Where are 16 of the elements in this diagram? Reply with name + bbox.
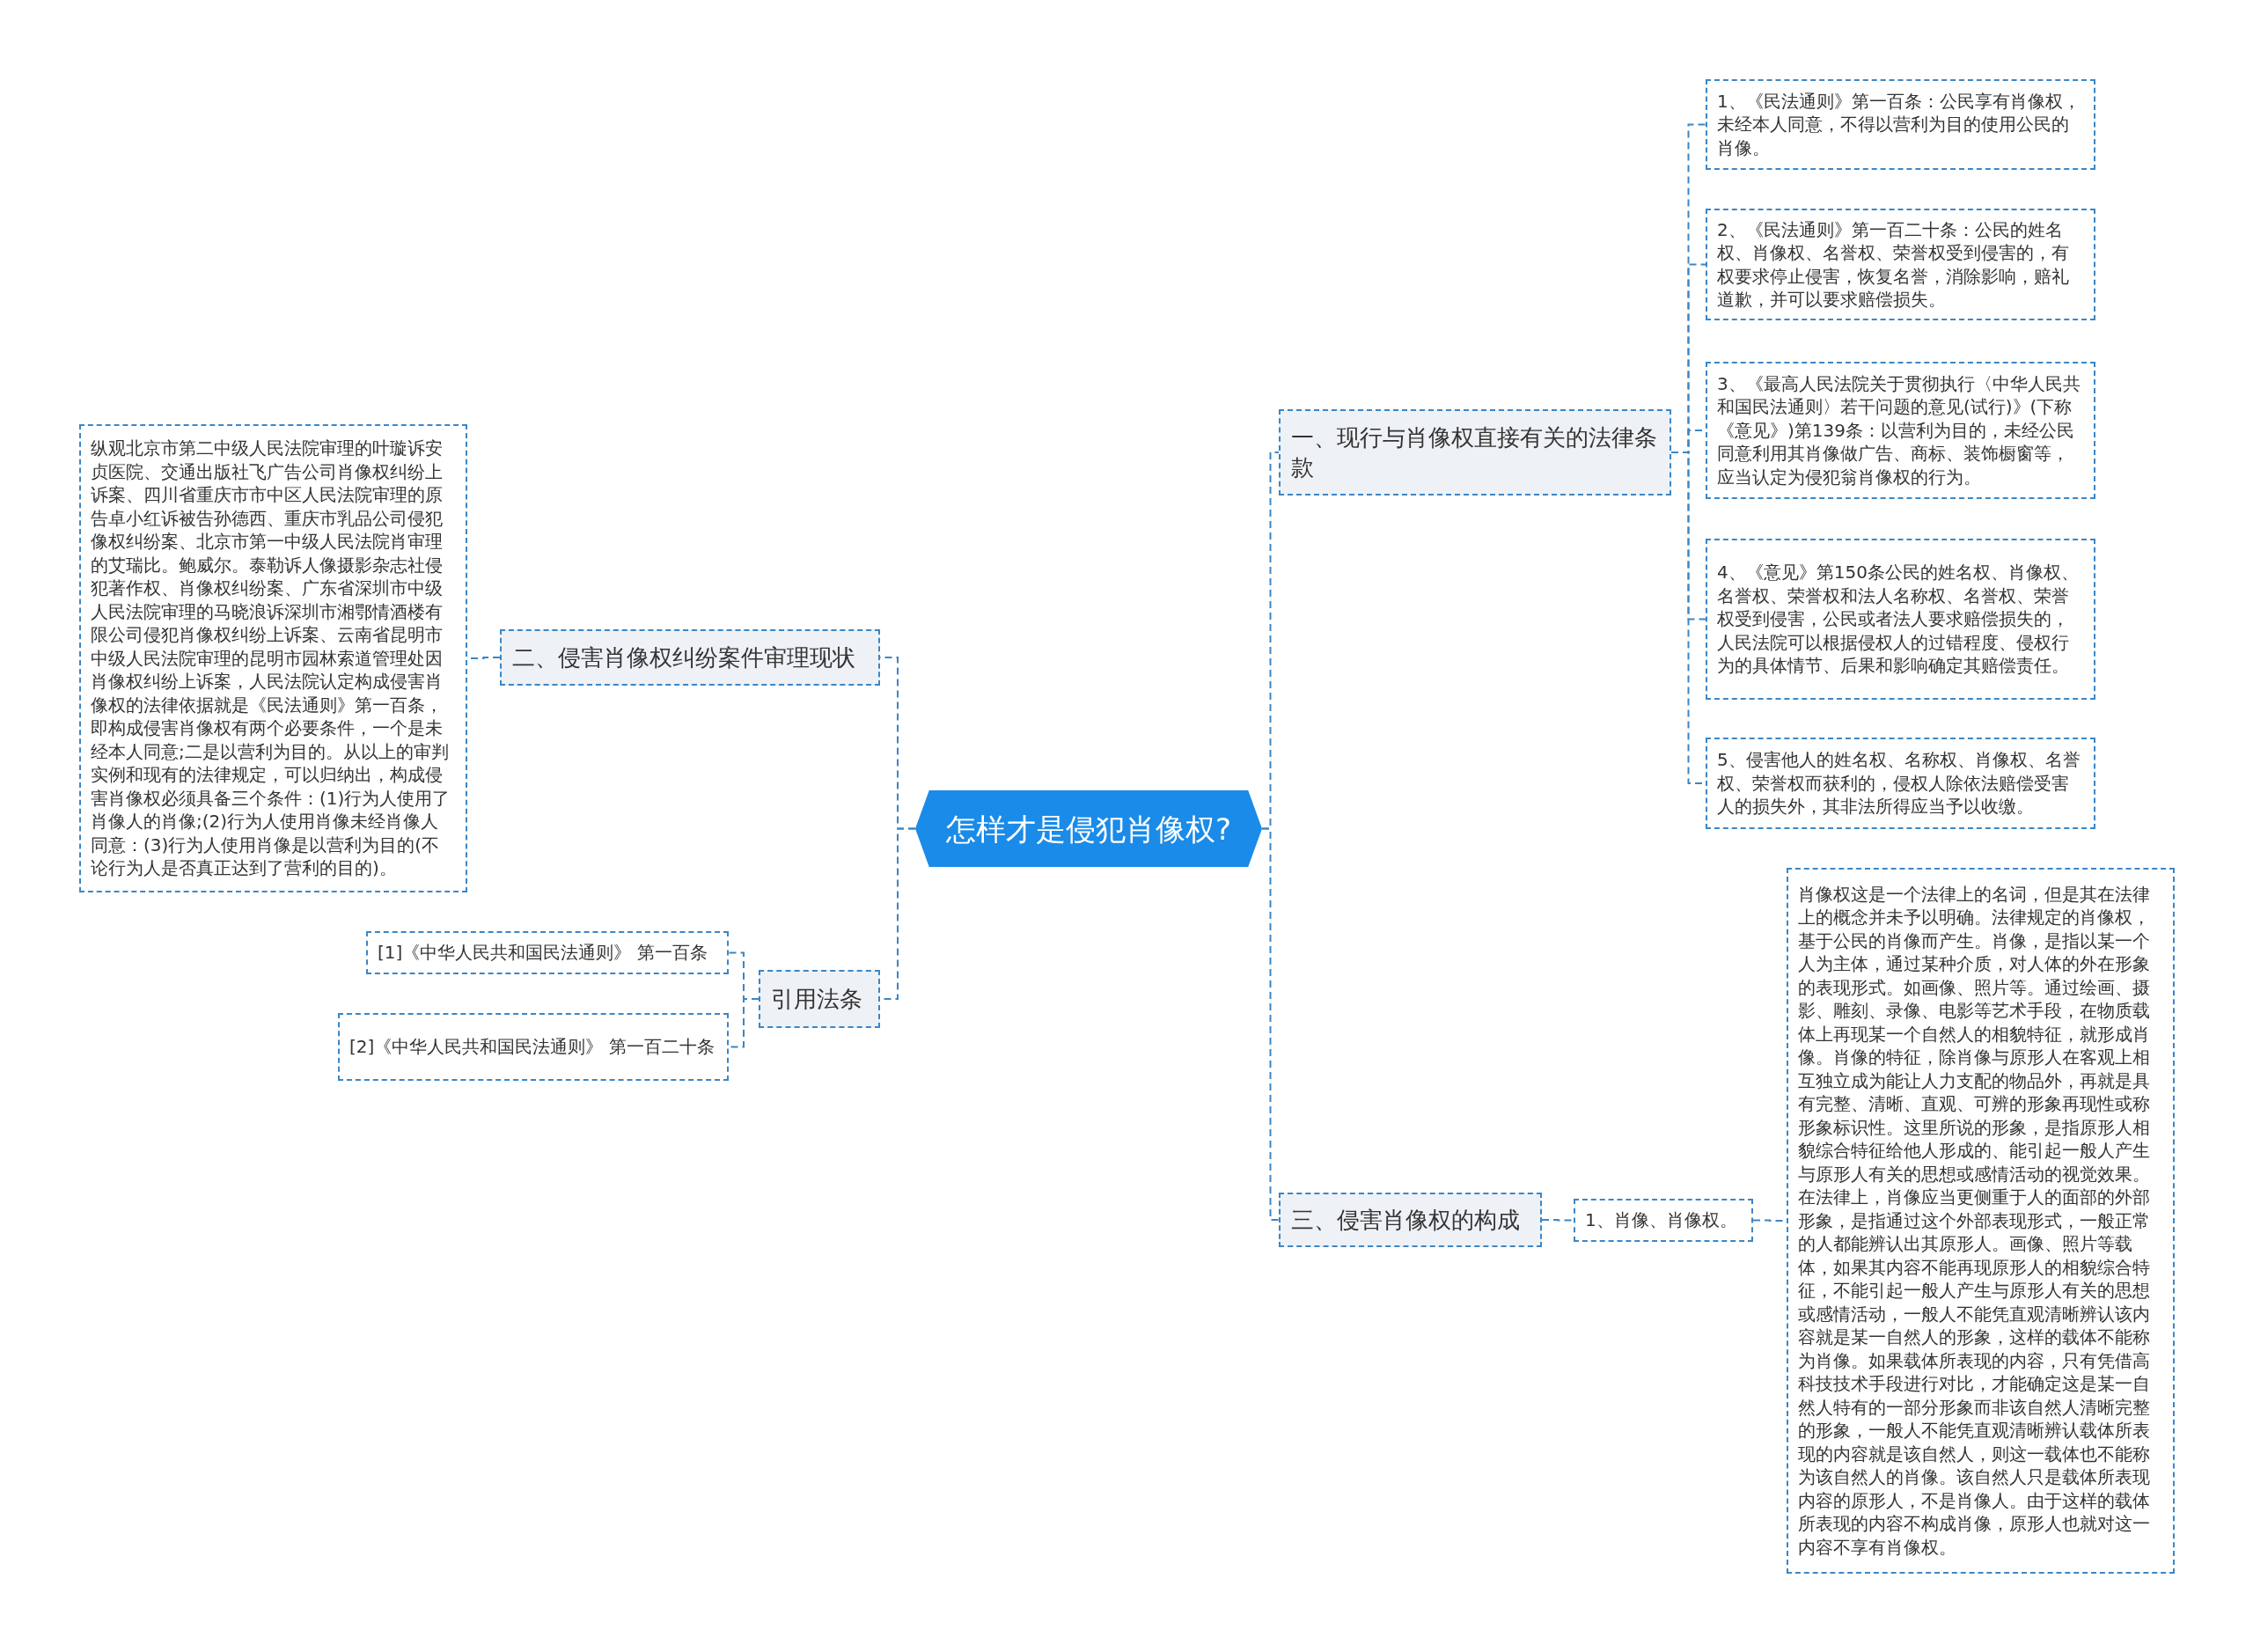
note-box: 5、侵害他人的姓名权、名称权、肖像权、名誉权、荣誉权而获利的，侵权人除依法赔偿受害人的损失外，其非法所得应当予以收缴。 (1706, 738, 2095, 829)
note-box: 2、《民法通则》第一百二十条：公民的姓名权、肖像权、名誉权、荣誉权受到侵害的，有权要求停止侵害，恢复名誉，消除影响，赔礼道歉，并可以要求赔偿损失。 (1706, 209, 2095, 320)
note-box: 1、肖像、肖像权。 (1574, 1199, 1753, 1242)
note-box: 纵观北京市第二中级人民法院审理的叶璇诉安贞医院、交通出版社飞广告公司肖像权纠纷上诉案、四川省重庆市市中区人民法院审理的原告卓小红诉被告孙德西、重庆市乳品公司侵犯像权纠纷案、北京市第一中级人民法院肖审理的艾瑞比。鲍威尔。泰勒诉人像摄影杂志社侵犯著作权、肖像权纠纷案、广东省深圳市中级人民法院审理的马晓浪诉深圳市湘鄂情酒楼有限公司侵犯肖像权纠纷上诉案、云南省昆明市中级人民法院审理的昆明市园林索道管理处因肖像权纠纷上诉案，人民法院认定构成侵害肖像权的法律依据就是《民法通则》第一百条，即构成侵害肖像权有两个必要条件，一个是未经本人同意;二是以营利为目的。从以上的审判实例和现有的法律规定，可以归纳出，构成侵害肖像权必须具备三个条件：(1)行为人使用了肖像人的肖像;(2)行为人使用肖像未经肖像人同意：(3)行为人使用肖像是以营利为目的(不论行为人是否真正达到了营利的目的)。 (79, 424, 467, 892)
connector-line (1541, 1219, 1574, 1222)
topic-box: 引用法条 (759, 970, 880, 1028)
connector-line (1261, 827, 1280, 1221)
topic-box: 一、现行与肖像权直接有关的法律条款 (1279, 409, 1671, 496)
note-box: 1、《民法通则》第一百条：公民享有肖像权，未经本人同意，不得以营利为目的使用公民的肖像。 (1706, 79, 2095, 170)
note-box: 3、《最高人民法院关于贯彻执行〈中华人民共和国民法通则〉若干问题的意见(试行)》(下称《意见》)第139条：以营利为目的，未经公民同意利用其肖像做广告、商标、装饰橱窗等，应当认定为侵犯翁肖像权的行为。 (1706, 362, 2095, 499)
note-box: [2]《中华人民共和国民法通则》 第一百二十条 (338, 1013, 729, 1081)
topic-box: 二、侵害肖像权纠纷案件审理现状 (500, 629, 880, 686)
note-box: 肖像权这是一个法律上的名词，但是其在法律上的概念并未予以明确。法律规定的肖像权，基于公民的肖像而产生。肖像，是指以某一个人为主体，通过某种介质，对人体的外在形象的表现形式。如画像、照片等。通过绘画、摄影、雕刻、录像、电影等艺术手段，在物质载体上再现某一个自然人的相貌特征，就形成肖像。肖像的特征，除肖像与原形人在客观上相互独立成为能让人力支配的物品外，再就是具有完整、清晰、直观、可辨的形象再现性或称形象标识性。这里所说的形象，是指原形人相貌综合特征给他人形成的、能引起一般人产生与原形人有关的思想或感情活动的视觉效果。在法律上，肖像应当更侧重于人的面部的外部形象，是指通过这个外部表现形式，一般正常的人都能辨认出其原形人。画像、照片等载体，如果其内容不能再现原形人的相貌综合特征，不能引起一般人产生与原形人有关的思想或感情活动，一般人不能凭直观清晰辨认该内容就是某一自然人的形象，这样的载体不能称为肖像。如果载体所表现的内容，只有凭借高科技技术手段进行对比，才能确定这是某一自然人特有的一部分形象而非该自然人清晰完整的形象，一般人不能凭直观清晰辨认载体所表现的内容就是该自然人，则这一载体也不能称为该自然人的肖像。该自然人只是载体所表现内容的原形人，不是肖像人。由于这样的载体所表现的内容不构成肖像，原形人也就对这一内容不享有肖像权。 (1787, 868, 2175, 1574)
topic-box: 三、侵害肖像权的构成 (1279, 1193, 1542, 1247)
note-box: 4、《意见》第150条公民的姓名权、肖像权、名誉权、荣誉权和法人名称权、名誉权、荣誉权受到侵害，公民或者法人要求赔偿损失的，人民法院可以根据侵权人的过错程度、侵权行为的具体情节、后果和影响确定其赔偿责任。 (1706, 539, 2095, 700)
note-box: [1]《中华人民共和国民法通则》 第一百条 (366, 931, 729, 974)
